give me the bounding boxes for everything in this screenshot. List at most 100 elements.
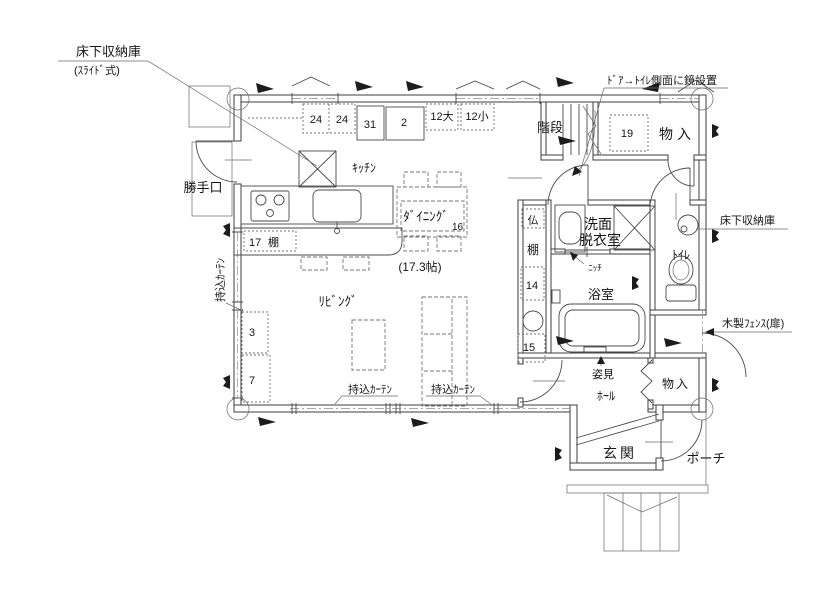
label-floor-storage-title: 床下収納庫 [76, 44, 141, 59]
label-living: ﾘﾋﾞﾝｸﾞ [319, 294, 358, 309]
wall-left-lower [233, 183, 242, 413]
leader-lines [58, 60, 792, 443]
label-stairs: 階段 [537, 120, 563, 135]
backdoor-upper-slab [188, 85, 231, 128]
stair-direction-arrowhead [572, 166, 582, 176]
mirror-arrowhead [597, 356, 605, 364]
living-table [351, 319, 386, 371]
cabinet-12-large-box [425, 103, 459, 131]
corner-circle-tl [226, 87, 250, 111]
label-floor-storage-sub: (ｽﾗｲﾄﾞ式) [74, 64, 120, 77]
label-washroom-1: 洗面 [584, 216, 612, 232]
wall-bath-east [649, 199, 656, 359]
label-niche: ﾆｯﾁ [588, 263, 602, 273]
leader-curtain-b2 [426, 395, 493, 406]
wall-entrance-east-lower [655, 457, 664, 471]
label-butsudan-1: 仏 [528, 214, 539, 227]
stairs-treads [562, 104, 602, 176]
sanitary-fixtures [551, 204, 699, 354]
label-butsudan-2: 棚 [527, 242, 539, 257]
tri-mark-top-3 [406, 81, 424, 91]
label-washroom-2: 脱衣室 [579, 232, 621, 248]
wall-shelf-strip-east [545, 199, 552, 359]
label-closet-top: 物入 [659, 126, 695, 142]
tri-mark-bottom-1 [258, 417, 276, 426]
label-cab-2: 2 [401, 117, 407, 129]
closet-top-door-arc [667, 159, 695, 187]
pillar-mark-left-2 [223, 375, 230, 389]
stove-burner-3 [266, 209, 274, 217]
entrance-step-lines [575, 413, 660, 446]
toilet-floor-storage-knob [680, 225, 688, 233]
counter-chair-1 [300, 256, 328, 271]
box-15 [517, 333, 546, 363]
butsudan-box [521, 208, 545, 229]
tri-mark-note [642, 82, 660, 92]
label-wood-fence: 木製ﾌｪﾝｽ(扉) [722, 316, 784, 330]
dining-chair-4 [436, 235, 462, 252]
cabinet-12-small-box [460, 103, 495, 131]
furniture [300, 171, 468, 407]
porch-steps [603, 492, 680, 552]
label-curtain-b2: 持込ｶｰﾃﾝ [431, 382, 475, 396]
label-ldk-area: (17.3帖) [398, 259, 441, 274]
corner-circle-br [690, 397, 714, 421]
wall-washroom-bath-a [550, 248, 566, 255]
dining-chair-2 [436, 171, 462, 188]
hall-door-arc [519, 359, 563, 403]
sofa-cushion-lines [424, 299, 453, 404]
porch-step-chevron [606, 494, 678, 513]
pillar-mark-left-1 [223, 223, 230, 237]
wall-entrance-west [569, 404, 578, 471]
label-porch: ポーチ [686, 451, 725, 466]
tri-mark-top-2 [355, 81, 373, 91]
dining-table-top [400, 200, 465, 232]
closet-19-box [609, 114, 649, 152]
wall-corridor-south-b [587, 199, 653, 206]
cabinet-31-box [356, 105, 385, 141]
pillar-mark-right-3 [712, 378, 719, 392]
label-mirror-note: ﾄﾞｱ→ﾄｲﾚ側面に鏡設置 [607, 73, 717, 87]
label-kitchen: ｷｯﾁﾝ [352, 161, 376, 175]
label-curtain-left: 持込ｶｰﾃﾝ [213, 258, 227, 302]
label-box-7: 7 [249, 375, 255, 387]
entrance-door-arc [660, 419, 703, 462]
tri-mark-stairs [558, 136, 576, 145]
toilet-bowl [668, 255, 694, 285]
wall-bath-south [517, 352, 707, 359]
washroom-floor-storage [613, 205, 656, 251]
toilet-bowl-inner [672, 259, 690, 281]
label-shelf-17-tana: 棚 [268, 235, 279, 249]
porch-slab [566, 484, 709, 494]
label-dining-num: 16 [452, 222, 464, 233]
cabinet-boxes [241, 103, 649, 403]
label-curtain-b1: 持込ｶｰﾃﾝ [348, 382, 392, 396]
toilet-door-arc [649, 167, 691, 209]
label-bathroom: 浴室 [588, 287, 614, 302]
wall-hall-closet-stub-b [647, 399, 654, 410]
label-box-15: 15 [523, 342, 535, 354]
sink-faucet-base [334, 228, 340, 234]
wall-hall-west-stub-b [517, 397, 524, 408]
stair-tread-lines [562, 104, 588, 155]
label-cab-12-large: 12大 [430, 109, 453, 123]
pillar-mark-entrance [555, 447, 562, 461]
label-cab-24a: 24 [310, 114, 322, 126]
toilet-tank [665, 284, 697, 302]
dining-chair-1 [403, 171, 429, 188]
label-backdoor: 勝手口 [183, 180, 222, 195]
label-dining: ﾀﾞｲﾆﾝｸﾞ [403, 209, 449, 224]
bathtub-step [583, 346, 607, 354]
label-box-3: 3 [249, 327, 255, 339]
bathtub-inner [564, 309, 640, 347]
window-top-ticks [291, 93, 661, 104]
pillar-mark-bath [632, 276, 639, 290]
wall-entrance-east-upper [655, 404, 664, 421]
kitchen-counter [240, 185, 394, 225]
closet-bifold-door [640, 359, 653, 404]
window-bottom-ticks [291, 403, 499, 414]
porch-step-lines [622, 493, 661, 551]
wall-closet-top-south-b [693, 154, 707, 161]
